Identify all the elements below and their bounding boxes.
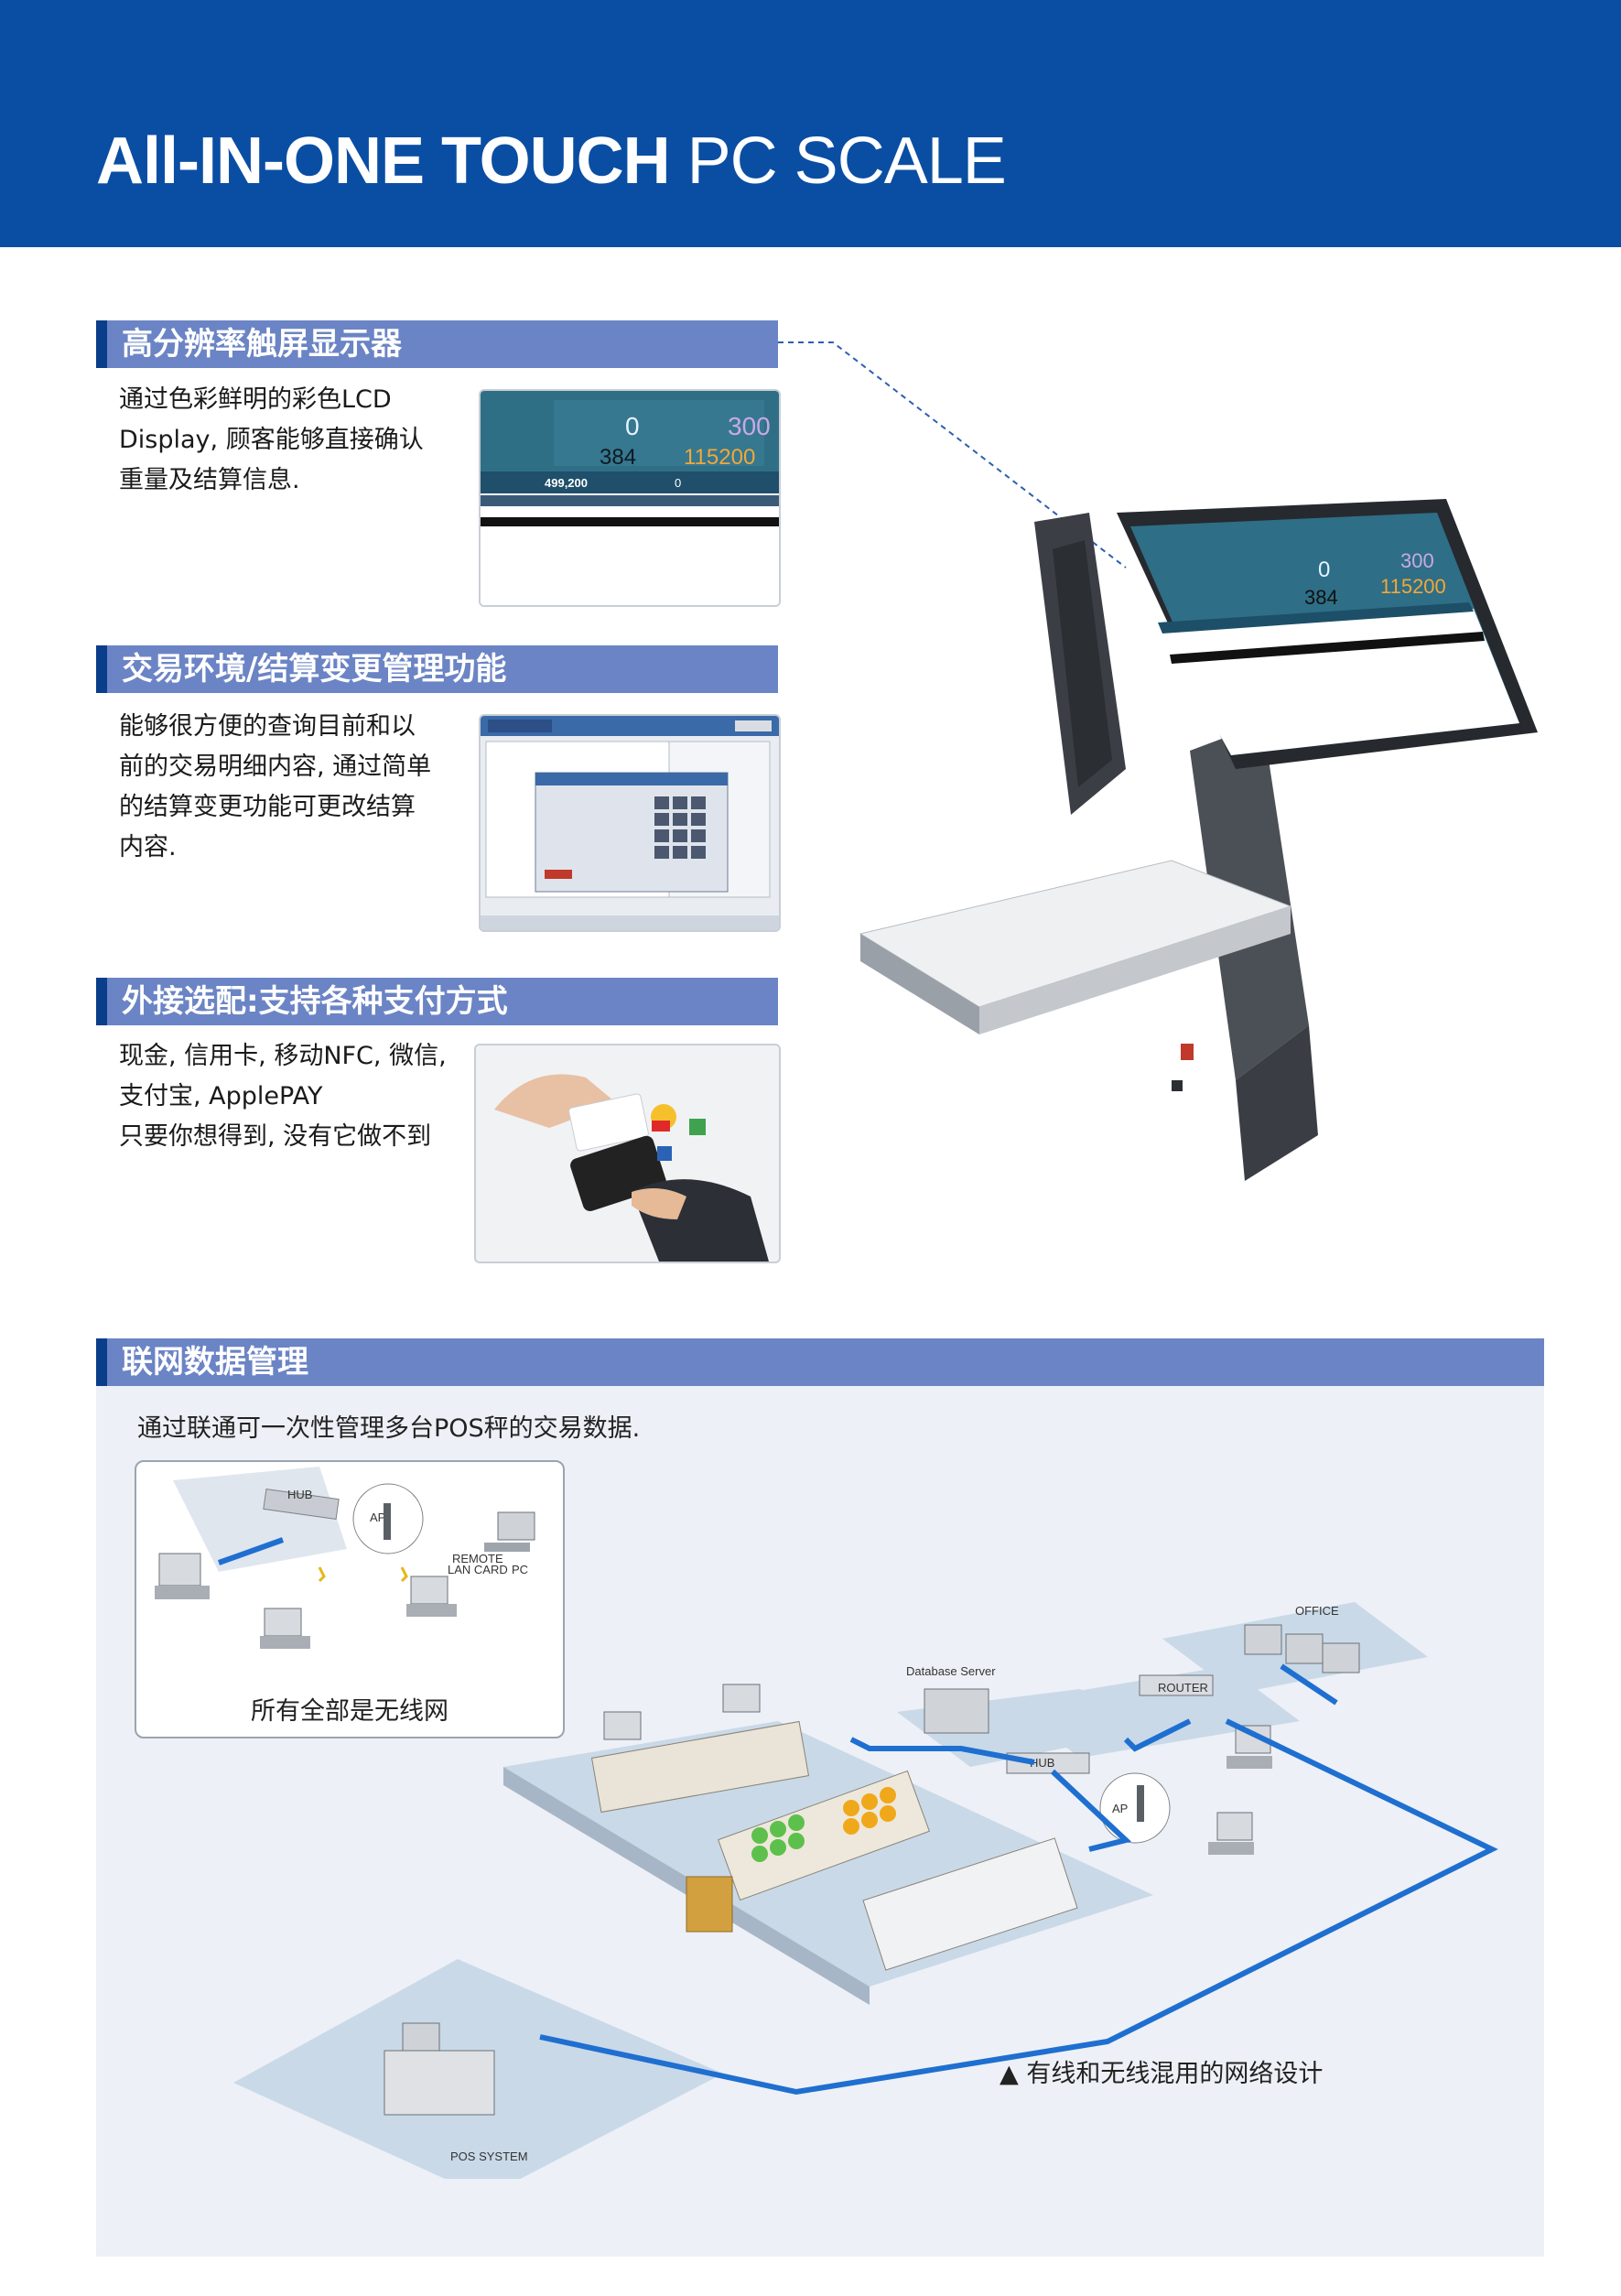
svg-text:384: 384	[600, 445, 636, 470]
svg-text:0: 0	[625, 412, 640, 440]
section-text-transactions: 能够很方便的查询目前和以 前的交易明细内容, 通过简单 的结算变更功能可更改结算…	[119, 712, 432, 861]
svg-text:115200: 115200	[684, 445, 755, 470]
page-title: All-IN-ONE TOUCH PC SCALE	[96, 125, 1007, 198]
svg-text:POS SYSTEM: POS SYSTEM	[450, 2150, 528, 2163]
svg-text:PC: PC	[512, 1563, 528, 1576]
svg-text:300: 300	[1400, 549, 1434, 572]
svg-text:ROUTER: ROUTER	[1158, 1681, 1208, 1695]
svg-text:AP: AP	[370, 1511, 385, 1524]
network-intro: 通过联通可一次性管理多台POS秤的交易数据.	[137, 1414, 641, 1443]
section-heading-display: 高分辨率触屏显示器	[96, 320, 778, 368]
svg-text:Database Server: Database Server	[906, 1664, 996, 1678]
header-banner: All-IN-ONE TOUCH PC SCALE	[0, 0, 1621, 247]
svg-text:384: 384	[1304, 586, 1338, 609]
callout-connector	[778, 341, 1127, 569]
network-caption: ▲ 有线和无线混用的网络设计	[1000, 2060, 1324, 2088]
section-heading-network: 联网数据管理	[96, 1338, 1544, 1386]
wireless-diagram: HUB AP REMOTE LAN CARD PC 所有全部是无线网	[135, 1460, 565, 1738]
network-diagram: OFFICE ROUTER Database Server HUB AP POS…	[233, 1602, 1498, 2179]
svg-text:HUB: HUB	[1030, 1756, 1054, 1770]
svg-text:HUB: HUB	[287, 1488, 312, 1501]
svg-text:AP: AP	[1112, 1802, 1128, 1815]
section-heading-transactions: 交易环境/结算变更管理功能	[96, 645, 778, 693]
svg-text:LAN CARD: LAN CARD	[448, 1563, 508, 1576]
svg-text:0: 0	[675, 476, 681, 490]
scale-product-image: 0 300 384 115200	[859, 499, 1538, 1181]
section-text-payment: 现金, 信用卡, 移动NFC, 微信, 支付宝, ApplePAY 只要你想得到…	[119, 1042, 447, 1151]
payment-photo	[474, 1044, 781, 1263]
display-screenshot: 0 300 384 115200 499,200 0	[479, 389, 781, 607]
section-heading-payment: 外接选配:支持各种支付方式	[96, 978, 778, 1025]
svg-text:499,200: 499,200	[545, 476, 588, 490]
svg-text:OFFICE: OFFICE	[1295, 1604, 1339, 1618]
svg-text:115200: 115200	[1380, 575, 1446, 598]
transaction-screenshot	[479, 714, 781, 932]
section-text-display: 通过色彩鲜明的彩色LCD Display, 顾客能够直接确认 重量及结算信息.	[119, 385, 424, 494]
svg-text:REMOTE: REMOTE	[452, 1552, 503, 1565]
wireless-caption: 所有全部是无线网	[251, 1697, 448, 1726]
svg-text:0: 0	[1318, 558, 1330, 582]
svg-text:300: 300	[728, 412, 771, 440]
